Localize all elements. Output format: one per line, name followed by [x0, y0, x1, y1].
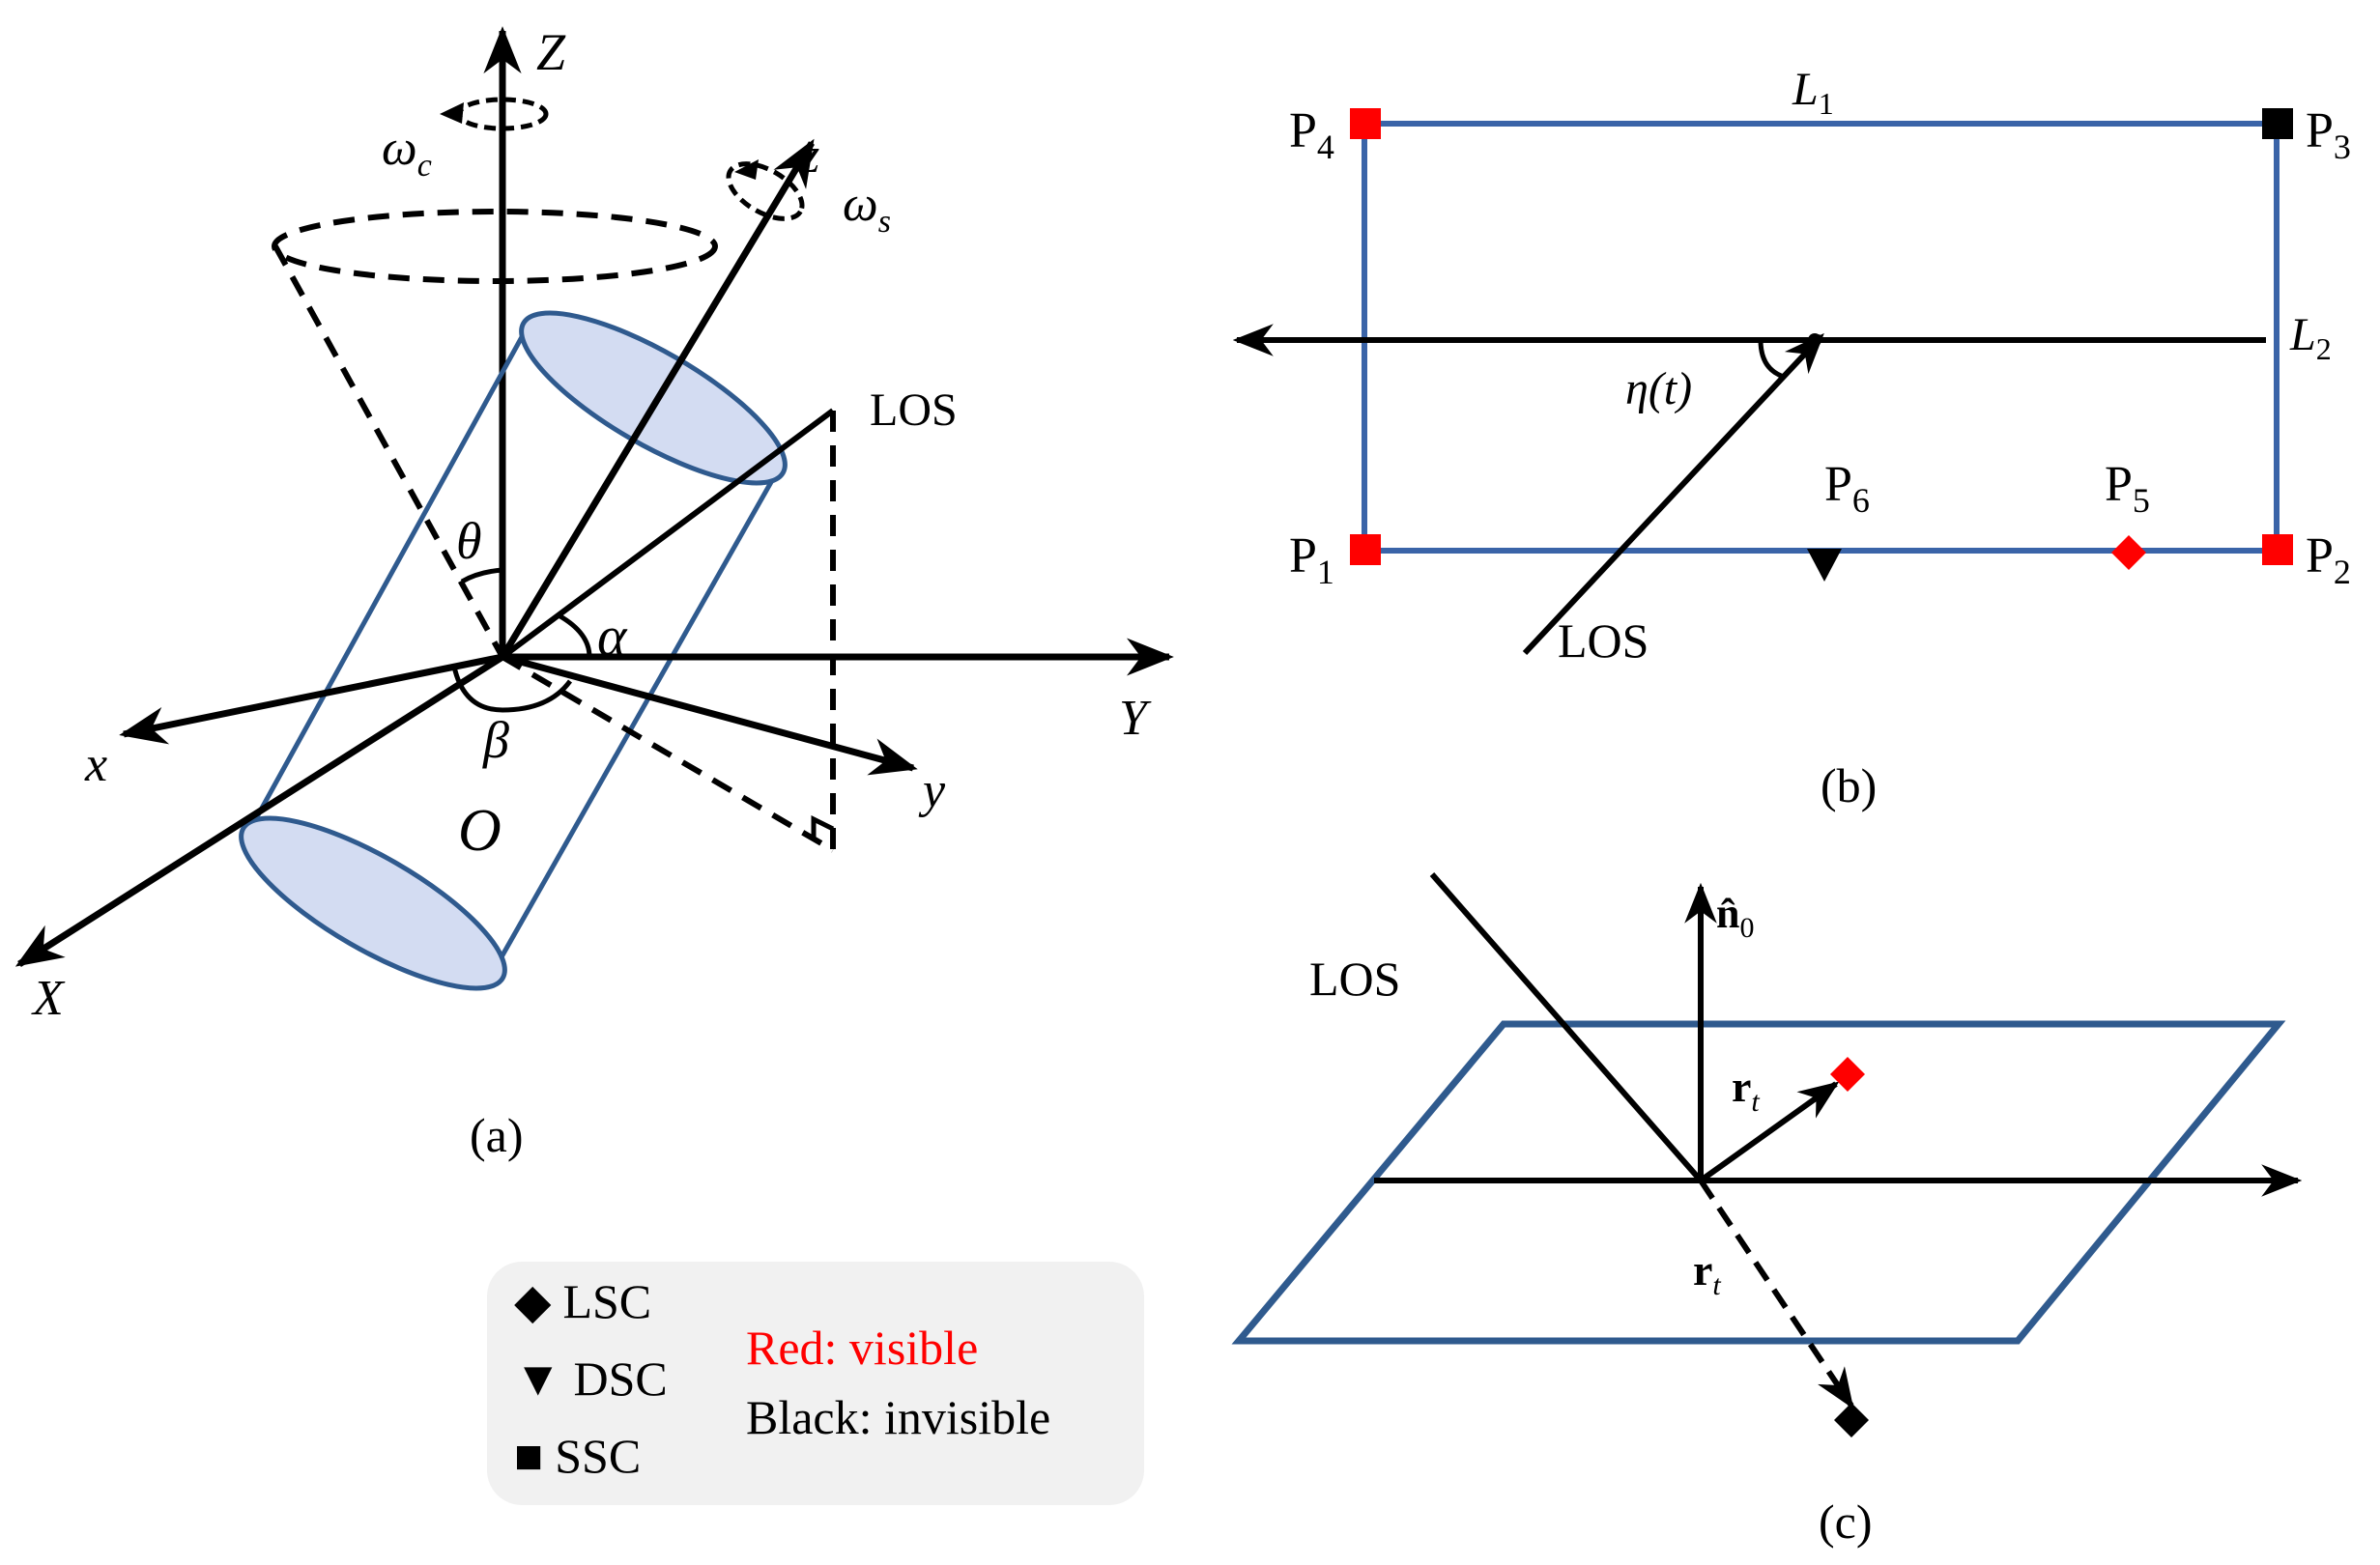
label-P6: P6: [1824, 457, 1870, 520]
P6-dsc-marker: [1807, 549, 1842, 582]
diamond-icon: ◆: [514, 1274, 552, 1328]
label-z: z: [799, 128, 819, 184]
legend-item-lsc: ◆LSC: [514, 1273, 651, 1329]
X-axis: [14, 654, 504, 967]
los-line-b: [1522, 332, 1824, 656]
label-L1: L1: [1792, 64, 1834, 121]
label-Y: Y: [1119, 691, 1152, 746]
label-los-a: LOS: [870, 384, 958, 436]
eta-arc: [1758, 339, 1785, 380]
label-origin: O: [458, 798, 502, 864]
z-axis: [500, 138, 815, 659]
label-P4: P4: [1289, 103, 1334, 166]
precession-cone-ellipse: [272, 209, 718, 284]
legend-label-dsc: DSC: [573, 1352, 668, 1406]
legend-label-lsc: LSC: [562, 1274, 652, 1328]
label-rt-upper: rt: [1732, 1062, 1760, 1118]
label-eta: η(t): [1625, 363, 1692, 414]
label-P2: P2: [2306, 528, 2351, 591]
x-axis: [119, 653, 503, 745]
label-P3: P3: [2306, 103, 2351, 166]
red-lsc-marker-c: [1830, 1057, 1865, 1092]
label-X: X: [31, 971, 66, 1026]
panel-c: [1231, 872, 2303, 1437]
los-projection-ground: [501, 654, 835, 853]
beta-arc: [451, 666, 573, 713]
P3-ssc-marker: [2262, 108, 2293, 139]
caption-a: (a): [470, 1108, 524, 1162]
label-rt-lower: rt: [1693, 1245, 1721, 1301]
triangle-down-icon: ▼: [514, 1352, 562, 1406]
omega-s-arrowhead: [734, 159, 759, 180]
cone-left-edge: [272, 244, 505, 659]
plane-outline: [1231, 1020, 2286, 1345]
omega-c-arrowhead: [440, 102, 464, 124]
panel-b: [1232, 108, 2293, 656]
label-P5: P5: [2105, 457, 2150, 520]
cylinder-side-right: [488, 467, 782, 978]
label-normal: n̂0: [1716, 890, 1754, 944]
los-line-c: [1429, 872, 1704, 1182]
legend-label-ssc: SSC: [555, 1429, 642, 1483]
cylinder-top-face: [519, 310, 788, 486]
square-icon: ■: [514, 1429, 544, 1483]
label-P1: P1: [1289, 528, 1334, 591]
alpha-arc: [557, 612, 592, 658]
legend-item-ssc: ■SSC: [514, 1428, 641, 1484]
black-lsc-marker-c: [1834, 1403, 1869, 1437]
label-Z: Z: [536, 23, 566, 81]
label-beta: β: [482, 711, 509, 769]
label-alpha: α: [597, 605, 628, 668]
label-omega-s: ωs: [843, 177, 891, 240]
los-line-a: [501, 408, 835, 660]
cylinder-side-left: [246, 325, 530, 833]
P4-ssc-marker: [1350, 108, 1381, 139]
label-omega-c: ωc: [382, 121, 432, 184]
cylinder-bottom-face: [239, 815, 507, 991]
P5-lsc-marker: [2111, 535, 2146, 570]
rt-invisible-vector: [1698, 1179, 1854, 1409]
theta-arc: [460, 567, 503, 584]
label-theta: θ: [456, 512, 482, 570]
label-x: x: [84, 737, 107, 792]
cylinder: [239, 310, 788, 991]
panel-a: [14, 26, 1174, 991]
legend-red-visible: Red: visible: [746, 1321, 979, 1375]
label-los-b: LOS: [1558, 613, 1649, 668]
label-los-c: LOS: [1309, 952, 1400, 1006]
P1-ssc-marker: [1350, 534, 1381, 565]
legend-black-invisible: Black: invisible: [746, 1390, 1051, 1444]
rt-visible-vector: [1699, 1081, 1840, 1183]
los-intersection-dot: [1808, 333, 1821, 347]
label-L2: L2: [2289, 309, 2332, 366]
right-angle-marker: [811, 814, 835, 839]
omega-s-rotation-icon: [726, 161, 805, 221]
P2-ssc-marker: [2262, 534, 2293, 565]
y-axis: [502, 653, 918, 776]
caption-c: (c): [1819, 1494, 1873, 1549]
legend: ◆LSC ▼DSC ■SSC Red: visible Black: invis…: [487, 1262, 1144, 1505]
label-y: y: [918, 763, 946, 818]
caption-b: (b): [1821, 758, 1877, 812]
legend-item-dsc: ▼DSC: [514, 1351, 668, 1407]
